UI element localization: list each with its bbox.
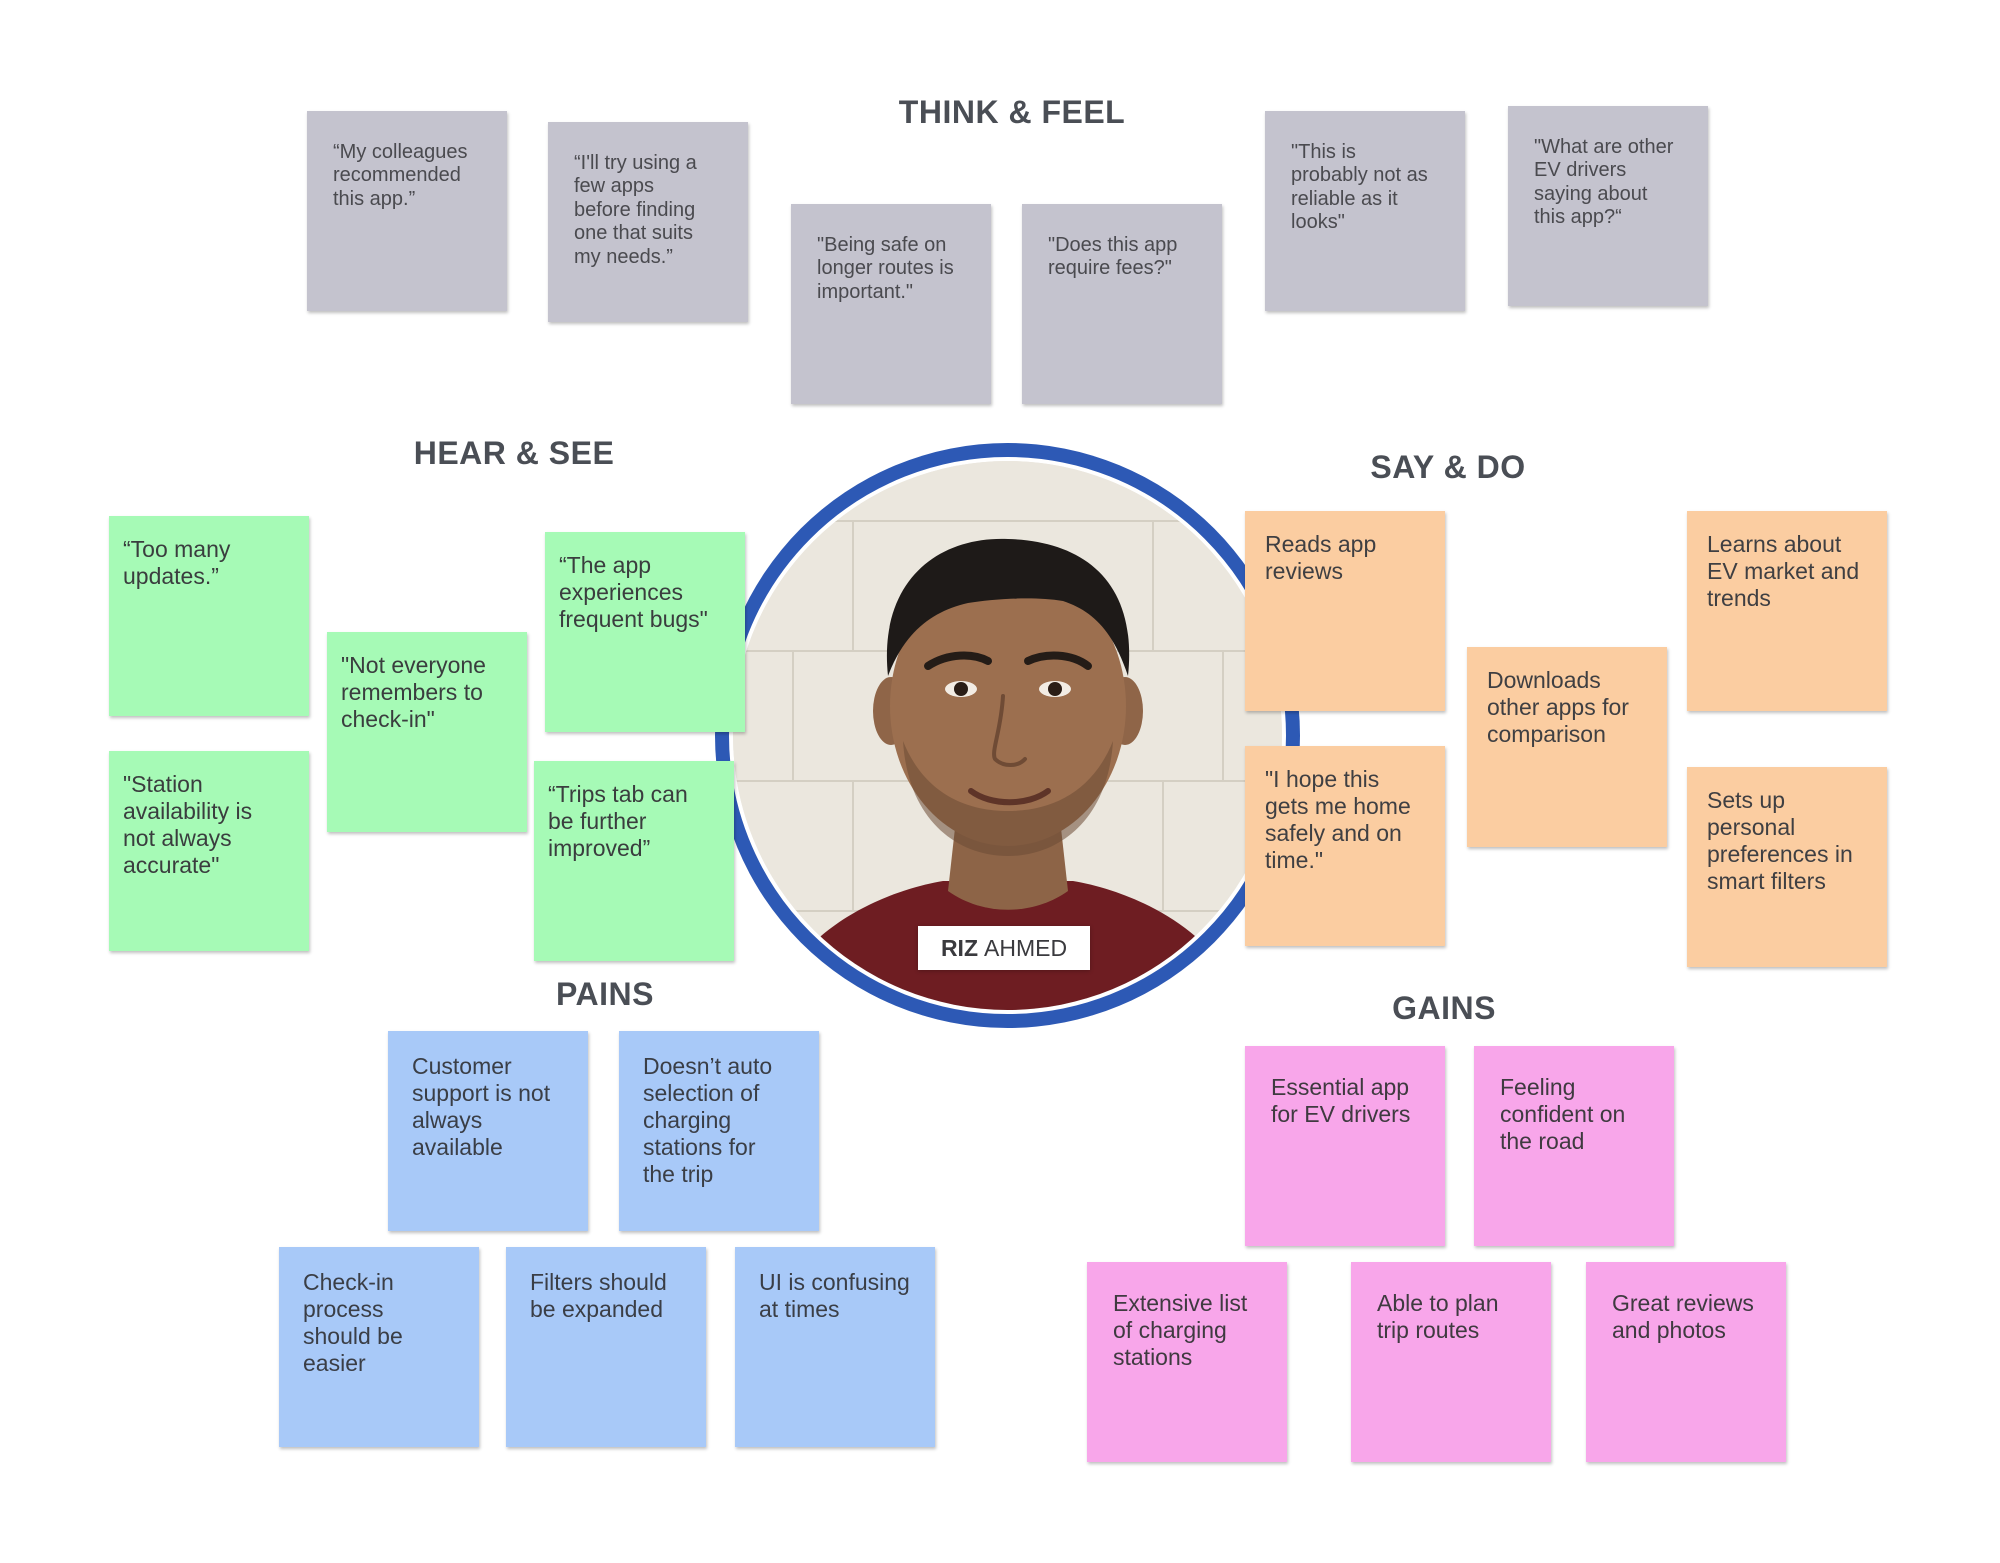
persona-photo xyxy=(729,457,1286,1014)
hear-see-note[interactable]: “Too many updates.” xyxy=(109,516,309,716)
think-feel-note[interactable]: "This is probably not as reliable as it … xyxy=(1265,111,1465,311)
say-do-note[interactable]: "I hope this gets me home safely and on … xyxy=(1245,746,1445,946)
gains-note[interactable]: Essential app for EV drivers xyxy=(1245,1046,1445,1246)
heading-think-feel: THINK & FEEL xyxy=(898,94,1126,130)
heading-say-do: SAY & DO xyxy=(1370,449,1526,485)
persona-name-tag: RIZ AHMED xyxy=(918,926,1090,970)
pains-note[interactable]: Check-in process should be easier xyxy=(279,1247,479,1447)
gains-note[interactable]: Feeling confident on the road xyxy=(1474,1046,1674,1246)
heading-hear-see: HEAR & SEE xyxy=(413,435,615,471)
hear-see-note[interactable]: “The app experiences frequent bugs" xyxy=(545,532,745,732)
persona-first-name: RIZ xyxy=(940,934,978,961)
think-feel-note[interactable]: "Being safe on longer routes is importan… xyxy=(791,204,991,404)
persona-last-name: AHMED xyxy=(984,934,1068,961)
pains-note[interactable]: Doesn’t auto selection of charging stati… xyxy=(619,1031,819,1231)
say-do-note[interactable]: Sets up personal preferences in smart fi… xyxy=(1687,767,1887,967)
heading-gains: GAINS xyxy=(1392,990,1496,1026)
say-do-note[interactable]: Learns about EV market and trends xyxy=(1687,511,1887,711)
think-feel-note[interactable]: "Does this app require fees?" xyxy=(1022,204,1222,404)
think-feel-note[interactable]: “I'll try using a few apps before findin… xyxy=(548,122,748,322)
think-feel-note[interactable]: “My colleagues recommended this app.” xyxy=(307,111,507,311)
pains-note[interactable]: UI is confusing at times xyxy=(735,1247,935,1447)
hear-see-note[interactable]: "Station availability is not always accu… xyxy=(109,751,309,951)
say-do-note[interactable]: Downloads other apps for comparison xyxy=(1467,647,1667,847)
persona-ring xyxy=(715,443,1300,1028)
hear-see-note[interactable]: “Trips tab can be further improved” xyxy=(534,761,734,961)
pains-note[interactable]: Customer support is not always available xyxy=(388,1031,588,1231)
think-feel-note[interactable]: "What are other EV drivers saying about … xyxy=(1508,106,1708,306)
hear-see-note[interactable]: "Not everyone remembers to check-in" xyxy=(327,632,527,832)
pains-note[interactable]: Filters should be expanded xyxy=(506,1247,706,1447)
say-do-note[interactable]: Reads app reviews xyxy=(1245,511,1445,711)
gains-note[interactable]: Extensive list of charging stations xyxy=(1087,1262,1287,1462)
gains-note[interactable]: Able to plan trip routes xyxy=(1351,1262,1551,1462)
gains-note[interactable]: Great reviews and photos xyxy=(1586,1262,1786,1462)
heading-pains: PAINS xyxy=(556,976,654,1012)
